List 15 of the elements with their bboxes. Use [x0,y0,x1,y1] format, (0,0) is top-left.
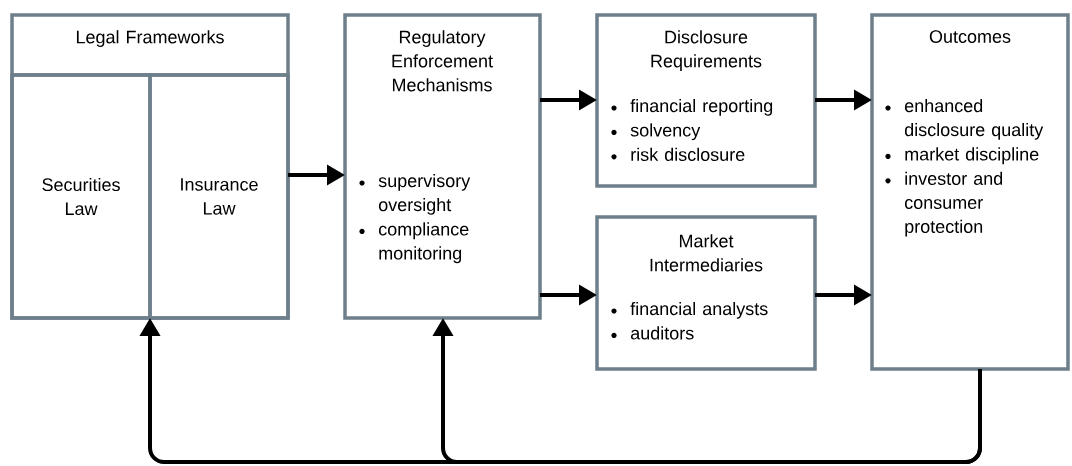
bullet-item: financial reporting [611,98,773,116]
box-heading: Outcomes [929,30,1011,43]
bullet-item: investor and consumer protection [885,171,1003,237]
bullet-item: financial analysts [611,301,768,319]
box-heading: Market Intermediaries [650,234,763,272]
box-heading: Regulatory Enforcement Mechanisms [392,30,493,92]
box-heading: Legal Frameworks [76,30,224,47]
bullet-item: compliance monitoring [359,222,469,264]
bullet-item: risk disclosure [611,147,745,161]
box-heading: Securities Law [42,177,120,216]
box-heading: Disclosure Requirements [651,30,762,71]
bullet-item: solvency [611,123,701,141]
box-heading: Insurance Law [181,178,258,215]
bullet-item: auditors [611,326,694,340]
bullet-item: market discipline [885,147,1039,165]
